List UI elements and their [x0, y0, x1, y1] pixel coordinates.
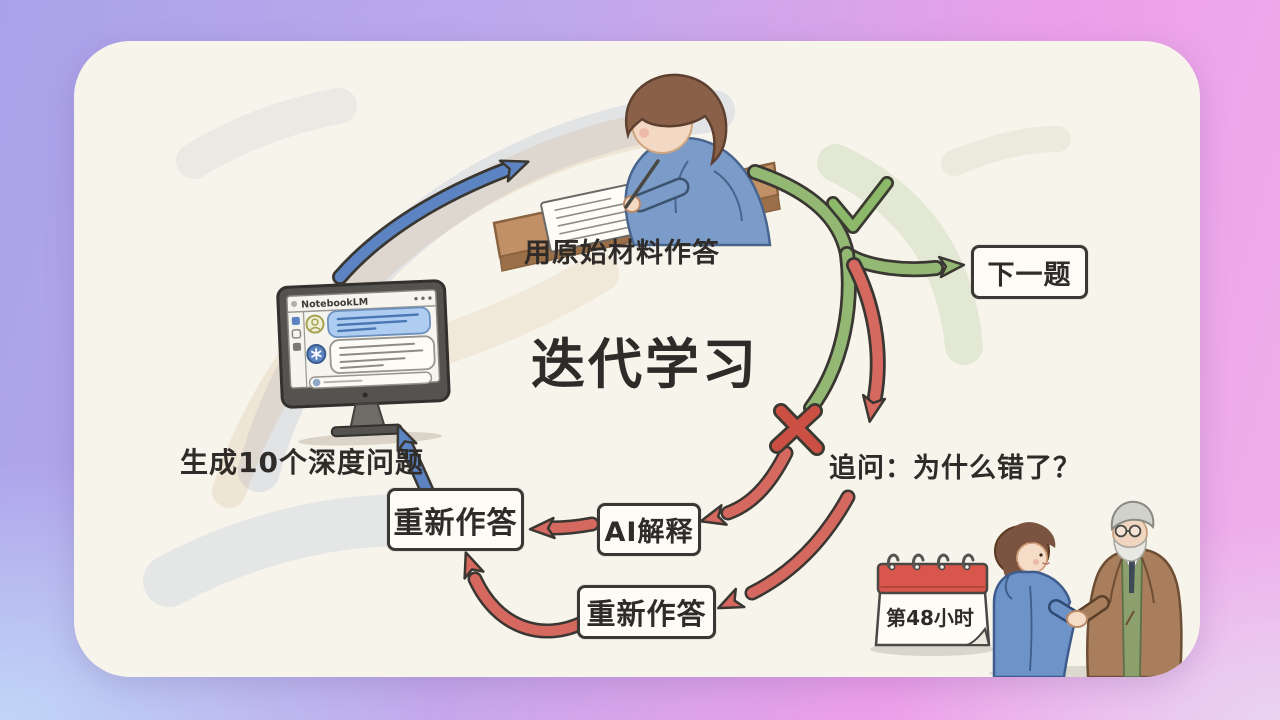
sidebar-chat-icon [291, 316, 300, 325]
illustration-card: NotebookLM [74, 41, 1200, 677]
handshake-hands [1066, 610, 1088, 628]
arrow-monitor-to-student [332, 159, 530, 285]
answer-with-materials-label: 用原始材料作答 [524, 238, 720, 269]
node-next-question: 下一题 [971, 245, 1088, 299]
ai-chat-row [306, 335, 436, 374]
pen [624, 159, 660, 209]
sidebar-sources-icon [292, 342, 302, 351]
node-redo-answer-bottom: 重新作答 [577, 585, 716, 639]
calendar-rings [886, 553, 975, 571]
chat-input-bar [308, 371, 433, 389]
arrow-redo-loop [463, 551, 592, 639]
flow-arrows [332, 159, 966, 639]
handshake-mentor [1075, 500, 1183, 677]
glasses-icon [1114, 524, 1142, 538]
arrow-followup-to-redo [716, 489, 856, 610]
user-chat-row [305, 306, 432, 339]
student-hair [625, 73, 728, 167]
writing-arm [623, 159, 690, 213]
notebooklm-monitor: NotebookLM [276, 279, 451, 446]
handshake-student [992, 522, 1082, 677]
followup-question-label: 追问：为什么错了？ [829, 453, 1081, 484]
check-icon [826, 176, 894, 234]
sidebar-notes-icon [291, 329, 302, 339]
user-avatar [305, 314, 325, 334]
notebooklm-app-title: NotebookLM [301, 297, 369, 311]
calendar-illustration [870, 553, 994, 656]
student-writing-illustration [492, 73, 781, 272]
x-icon [769, 403, 825, 456]
arrow-x-to-ai-explain [699, 445, 794, 526]
generate-questions-label: 生成10个深度问题 [180, 446, 424, 479]
monitor-stand [349, 402, 386, 429]
arrow-ai-to-redo [528, 516, 600, 540]
diagram-illustration: NotebookLM [143, 73, 1183, 677]
node-ai-explain: AI解释 [597, 503, 701, 556]
handshake-illustration [989, 500, 1183, 677]
arrow-wrong-to-followup [846, 257, 887, 423]
calendar-day-label: 第48小时 [886, 606, 974, 630]
page-title: 迭代学习 [531, 333, 759, 396]
node-redo-answer-top: 重新作答 [387, 488, 524, 551]
